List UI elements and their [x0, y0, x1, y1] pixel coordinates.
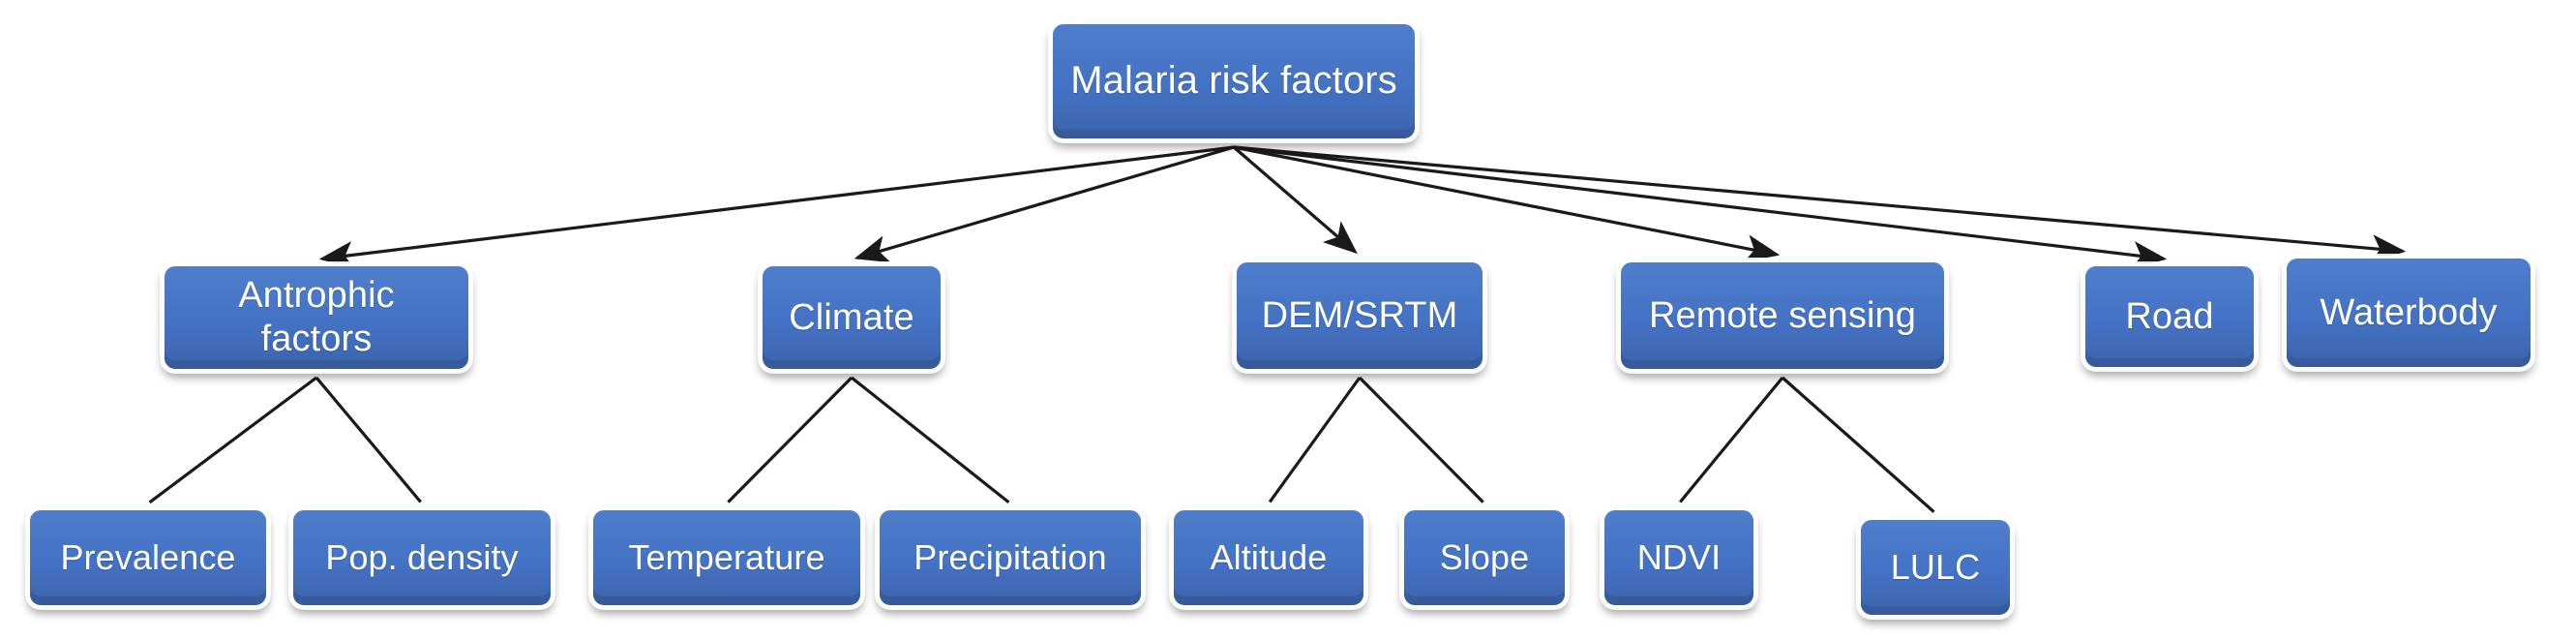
node-label-antrophic: Antrophic factors [238, 275, 395, 359]
edge-remote-to-ndvi [1679, 376, 1784, 504]
edge-root-to-remote [1233, 145, 1781, 262]
edge-root-to-climate [854, 145, 1235, 263]
node-label-altitude: Altitude [1210, 536, 1328, 577]
node-climate[interactable]: Climate [760, 263, 944, 372]
edge-climate-to-precipitation [851, 376, 1010, 504]
edge-root-to-antrophic [318, 145, 1235, 269]
edge-climate-to-temperature [727, 376, 854, 504]
node-label-climate: Climate [789, 296, 914, 338]
node-popdensity[interactable]: Pop. density [290, 507, 554, 608]
node-waterbody[interactable]: Waterbody [2284, 256, 2533, 370]
node-label-road: Road [2125, 295, 2214, 337]
node-label-ndvi: NDVI [1636, 536, 1722, 577]
node-lulc[interactable]: LULC [1858, 517, 2013, 618]
node-root[interactable]: Malaria risk factors [1050, 21, 1418, 141]
node-slope[interactable]: Slope [1401, 507, 1568, 608]
edge-dem-to-slope [1358, 376, 1484, 504]
edge-remote-to-lulc [1781, 376, 1935, 513]
node-antrophic[interactable]: Antrophic factors [162, 263, 471, 372]
node-label-temperature: Temperature [628, 536, 825, 577]
node-temperature[interactable]: Temperature [590, 507, 863, 608]
node-altitude[interactable]: Altitude [1171, 507, 1366, 608]
node-label-slope: Slope [1439, 536, 1530, 577]
edge-antrophic-to-prevalence [148, 376, 317, 504]
node-label-prevalence: Prevalence [60, 536, 236, 577]
node-road[interactable]: Road [2082, 263, 2257, 370]
edge-root-to-dem [1232, 145, 1358, 255]
node-label-precipitation: Precipitation [914, 536, 1107, 577]
node-label-remote: Remote sensing [1649, 294, 1916, 336]
node-label-popdensity: Pop. density [325, 536, 519, 577]
node-label-root: Malaria risk factors [1070, 59, 1397, 103]
node-dem[interactable]: DEM/SRTM [1234, 259, 1485, 372]
edge-root-to-road [1233, 145, 2168, 269]
edge-dem-to-altitude [1268, 377, 1362, 504]
edge-antrophic-to-popdensity [315, 376, 422, 504]
node-label-lulc: LULC [1890, 546, 1981, 587]
node-label-dem: DEM/SRTM [1261, 294, 1458, 336]
node-prevalence[interactable]: Prevalence [27, 507, 269, 608]
node-ndvi[interactable]: NDVI [1602, 507, 1756, 608]
node-precipitation[interactable]: Precipitation [877, 507, 1144, 608]
node-label-waterbody: Waterbody [2320, 291, 2498, 333]
node-remote[interactable]: Remote sensing [1618, 259, 1947, 372]
edge-root-to-waterbody [1233, 145, 2407, 262]
